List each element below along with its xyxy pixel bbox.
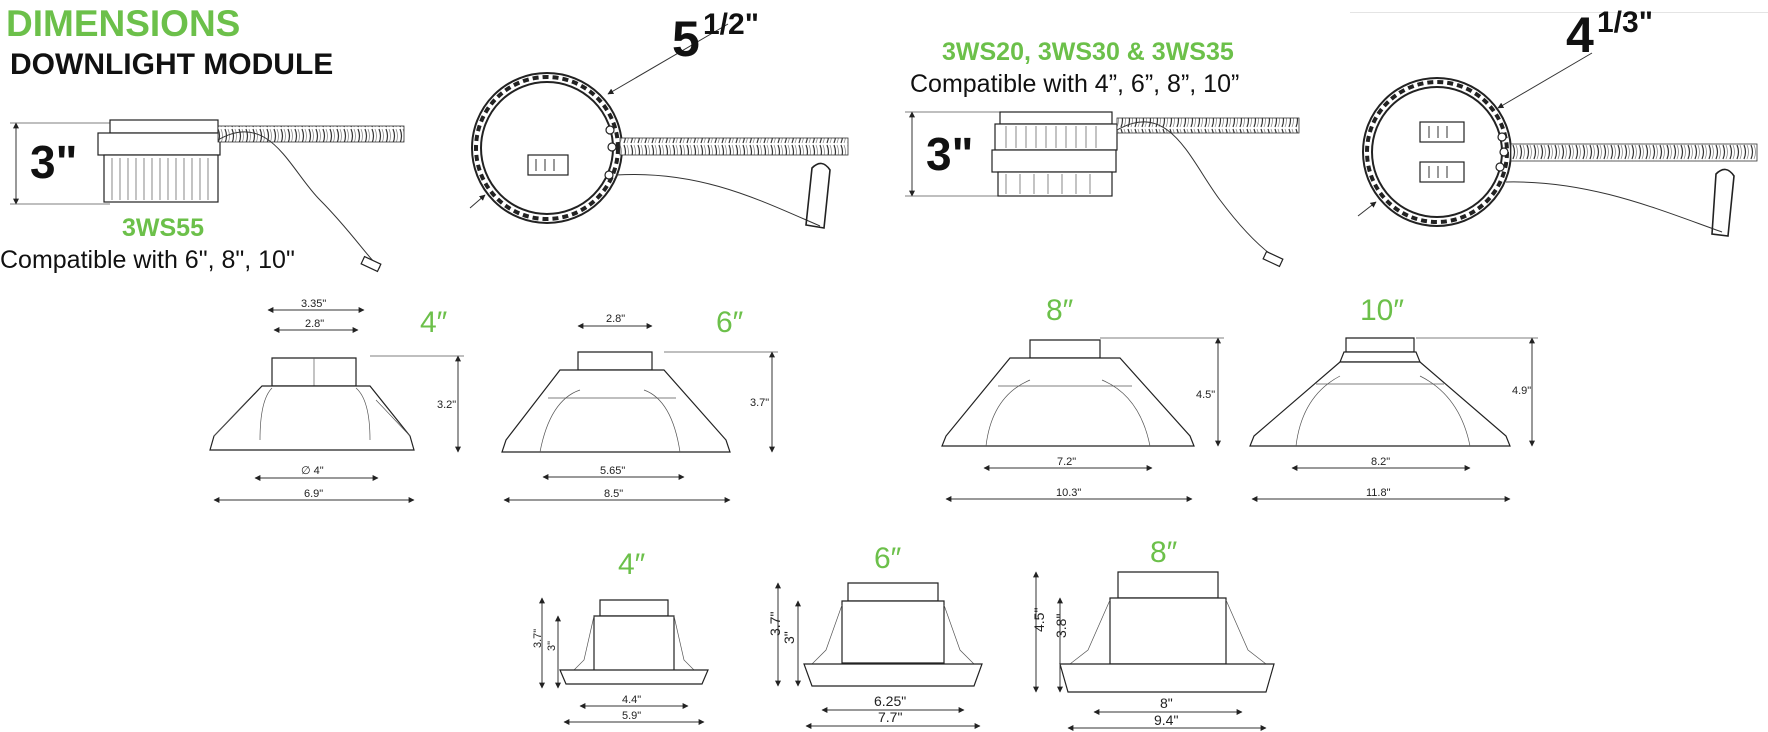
- module-1-height-label: 3": [30, 136, 77, 188]
- reflector-6in-size: 6″: [716, 306, 744, 339]
- module-2-model: 3WS20, 3WS30 & 3WS35: [942, 38, 1234, 66]
- module-1-model: 3WS55: [122, 214, 204, 242]
- module-2-diameter-frac: 1/3": [1597, 6, 1653, 39]
- trim-8in-drawing: 8″ 4.5" 3.8" 8" 9.4": [1031, 536, 1275, 731]
- module-2-diameter-whole: 4: [1566, 7, 1594, 63]
- reflector-8in-height: 4.5": [1196, 389, 1215, 401]
- reflector-6in-drawing: 6″ 2.8" 3.7" 5.65" 8.5": [501, 306, 778, 503]
- trim-6in-size: 6″: [874, 542, 902, 575]
- trim-8in-outer: 9.4": [1154, 712, 1178, 728]
- module-1-diameter-whole: 5: [672, 11, 700, 67]
- trim-8in-total-height: 4.5": [1031, 608, 1047, 632]
- reflector-6in-outer: 8.5": [604, 488, 623, 500]
- trim-4in-total-height: 3.7": [532, 629, 544, 648]
- reflector-4in-top-outer: 3.35": [301, 298, 326, 310]
- trim-6in-inner: 6.25": [874, 693, 906, 709]
- module-1-compat: Compatible with 6", 8", 10": [0, 246, 295, 274]
- reflector-6in-top: 2.8": [606, 313, 625, 325]
- trim-8in-height: 3.8": [1053, 614, 1069, 638]
- reflector-8in-size: 8″: [1046, 294, 1074, 327]
- reflector-4in-drawing: 4″ 3.35" 2.8" 3.2" ∅ 4" 6.9": [209, 298, 464, 503]
- trim-6in-drawing: 6″ 3.7" 3" 6.25" 7.7": [767, 542, 983, 729]
- reflector-8in-inner: 7.2": [1057, 456, 1076, 468]
- trim-4in-inner: 4.4": [622, 694, 641, 706]
- reflector-4in-size: 4″: [420, 306, 448, 339]
- module-2-compat: Compatible with 4”, 6”, 8”, 10”: [910, 70, 1239, 98]
- trim-4in-drawing: 4″ 3.7" 3" 4.4" 5.9": [532, 548, 709, 725]
- trim-6in-height: 3": [781, 631, 797, 644]
- reflector-8in-drawing: 8″ 4.5" 7.2" 10.3": [941, 294, 1224, 502]
- trim-4in-outer: 5.9": [622, 710, 641, 722]
- reflector-10in-size: 10″: [1360, 294, 1404, 327]
- reflector-10in-height: 4.9": [1512, 385, 1531, 397]
- reflector-10in-drawing: 10″ 4.9" 8.2" 11.8": [1249, 294, 1538, 502]
- module-2-height-label: 3": [926, 128, 973, 180]
- reflector-4in-top: 2.8": [305, 318, 324, 330]
- reflector-8in-outer: 10.3": [1056, 487, 1081, 499]
- module-3ws55-side-view: [10, 119, 405, 273]
- trim-4in-size: 4″: [618, 548, 646, 581]
- trim-6in-total-height: 3.7": [767, 612, 783, 636]
- reflector-6in-height: 3.7": [750, 397, 769, 409]
- module-3ws20-top-view: [1350, 12, 1768, 237]
- module-3ws55-top-view: [469, 23, 849, 229]
- page-subtitle: DOWNLIGHT MODULE: [10, 48, 333, 81]
- reflector-4in-outer: 6.9": [304, 488, 323, 500]
- module-3ws20-side-view: [905, 111, 1300, 268]
- reflector-4in-height: 3.2": [437, 399, 456, 411]
- trim-4in-height: 3": [546, 641, 558, 651]
- trim-6in-outer: 7.7": [878, 709, 902, 725]
- reflector-10in-inner: 8.2": [1371, 456, 1390, 468]
- reflector-6in-inner: 5.65": [600, 465, 625, 477]
- reflector-4in-inner: ∅ 4": [301, 465, 324, 477]
- reflector-10in-outer: 11.8": [1366, 487, 1391, 499]
- trim-8in-size: 8″: [1150, 536, 1178, 569]
- module-1-diameter-frac: 1/2": [703, 8, 759, 41]
- trim-8in-inner: 8": [1160, 695, 1173, 711]
- page-title: DIMENSIONS: [6, 3, 240, 44]
